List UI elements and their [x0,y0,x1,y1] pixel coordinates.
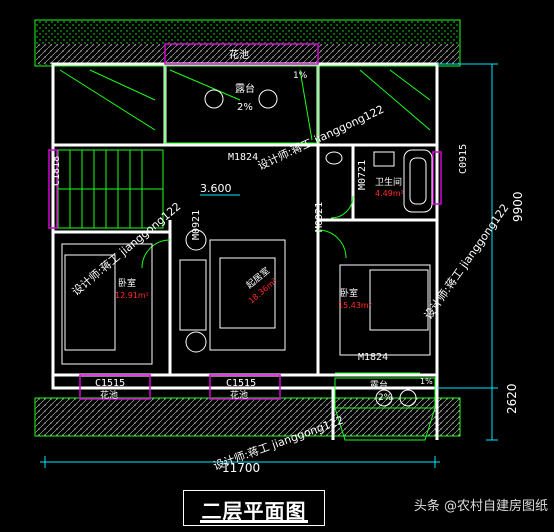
doors [141,142,420,374]
balcony-bottom-slope: 2% [378,393,393,403]
site-watermark: 头条 @农村自建房图纸 [414,495,548,514]
watermark-left: 头条 [413,499,440,514]
drawing-title-box: 二层平面图 [183,490,325,526]
flower-pool-left-label: 花池 [100,389,118,401]
bathroom-fixtures [325,149,433,213]
window-c1515-mid: C1515 [226,378,256,389]
dim-depth-balcony: 2620 [505,383,519,414]
roof-bottom-hatch [34,397,461,437]
windows [48,149,442,400]
bedroom-left-label: 卧室 [118,277,136,289]
dim-width: 11700 [222,461,260,475]
stair [57,149,164,229]
door-bottom-label: M1824 [358,352,388,363]
drawing-title: 二层平面图 [201,499,307,523]
dim-depth-main: 9900 [511,191,525,222]
window-c1515-left: C1515 [95,378,125,389]
balcony-bottom-slope2: 1% [420,377,433,386]
flower-pool-top-label: 花池 [229,48,249,61]
door-m0721: M0721 [357,160,368,190]
bathroom-area: 4.49m² [375,189,404,198]
balcony-top-label: 露台 [235,82,255,95]
window-c0915: C0915 [458,144,469,174]
bedroom-left-area: 12.91m² [115,291,149,300]
window-c1818: C1818 [51,156,62,186]
flower-pool-top [164,43,319,65]
furniture [61,89,431,407]
title-underline [200,520,308,523]
door-m0921-right: M0921 [314,202,325,232]
floor-level: 3.600 [200,182,232,195]
balcony-top-slope: 2% [237,102,253,113]
door-m0921-left: M0921 [191,210,202,240]
balcony-bottom-label: 露台 [370,379,388,391]
flower-pool-mid-label: 花池 [230,389,248,401]
watermark-right: @农村自建房图纸 [443,499,548,514]
bedroom-right-area: 15.43m² [338,301,372,310]
bedroom-right-label: 卧室 [340,287,358,299]
door-top-label: M1824 [228,152,258,163]
balcony-top-slope2: 1% [293,71,308,81]
terrace-top-lines [59,65,431,144]
balcony-bottom [334,377,436,441]
bathroom-label: 卫生间 [375,176,402,188]
dimension-lines [40,63,498,468]
